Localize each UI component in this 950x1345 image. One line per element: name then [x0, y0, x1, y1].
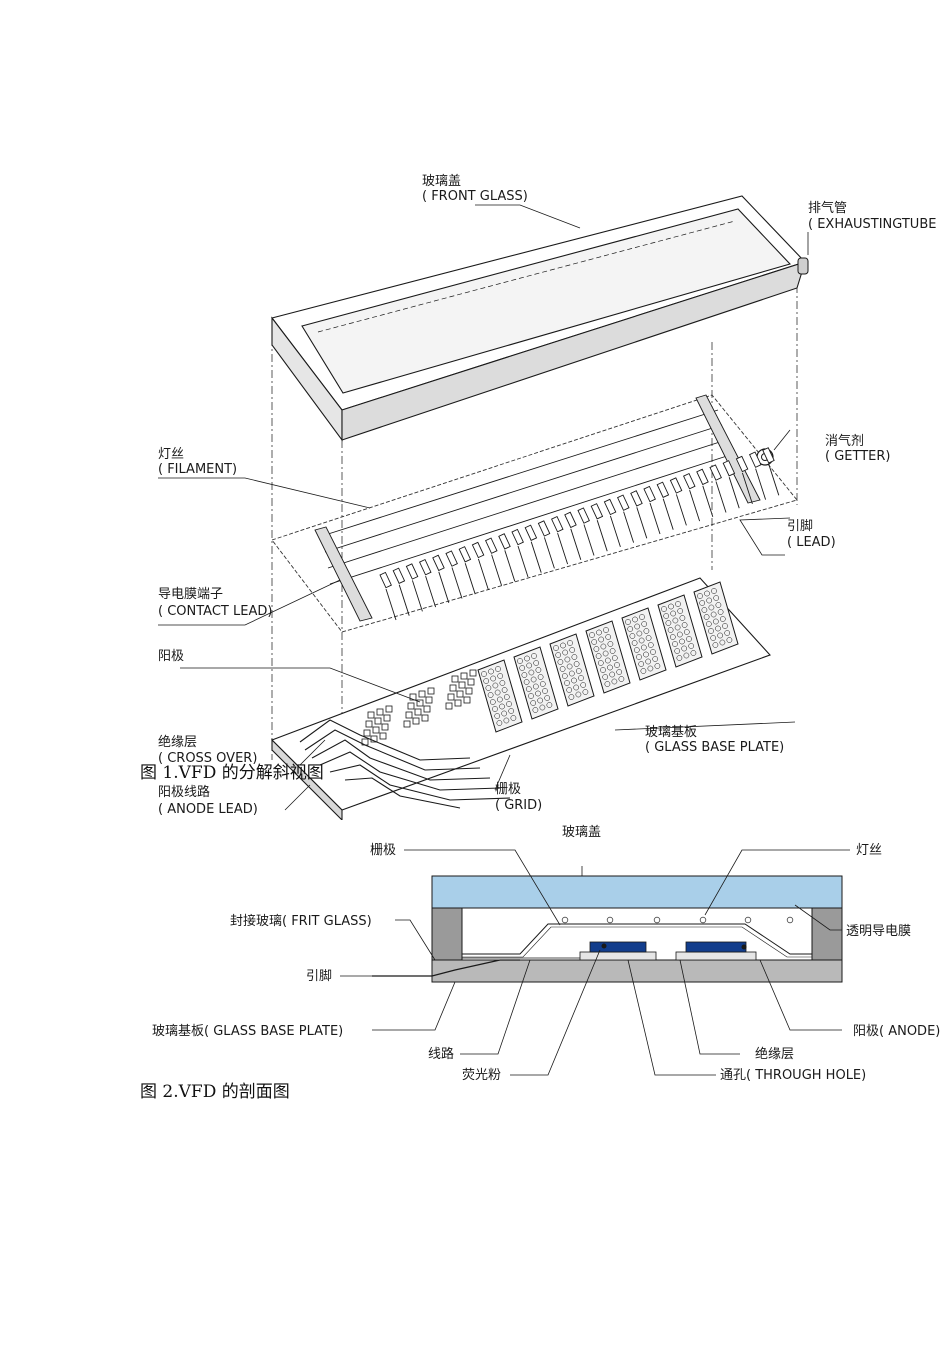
contact-lead-label-en: ( CONTACT LEAD)	[158, 604, 272, 619]
front-glass-shape	[271, 195, 807, 442]
getter-label-en: ( GETTER)	[825, 449, 890, 464]
lead-pin	[617, 494, 635, 543]
lead-pin	[762, 447, 780, 496]
lead-pin	[577, 507, 595, 556]
cs-left-wall	[431, 907, 463, 961]
lead-pin	[709, 464, 727, 513]
lead-pin	[749, 451, 767, 500]
lead-pin	[643, 485, 661, 535]
lead-pin	[683, 472, 701, 522]
anode-segments	[361, 581, 739, 746]
grid-label-en: ( GRID)	[495, 798, 542, 813]
lead-label-cn: 引脚	[787, 518, 813, 534]
exploded-view-diagram: 玻璃盖 ( FRONT GLASS) 排气管 ( EXHAUSTINGTUBE …	[158, 174, 936, 820]
contact-lead-label-cn: 导电膜端子	[158, 587, 223, 602]
glass-base-plate-label-cn: 玻璃基板	[645, 725, 697, 740]
cs-insulation-1	[579, 951, 657, 961]
cross-over-label-en: ( CROSS OVER)	[158, 751, 257, 766]
cs-right-wall	[811, 907, 843, 961]
cs-grid-line	[462, 923, 812, 955]
lead-pin	[630, 490, 648, 539]
cs-lead-label: 引脚	[306, 968, 332, 984]
lead-pin	[603, 498, 621, 548]
anode-digit-segment	[621, 607, 667, 681]
cs-anode-label: 阳极( ANODE)	[853, 1024, 940, 1039]
cs-insulation-label: 绝缘层	[755, 1046, 794, 1062]
lead-pin	[564, 511, 582, 560]
cs-phosphor-label: 荧光粉	[462, 1068, 501, 1083]
lead-frame-shape	[271, 394, 798, 633]
front-glass-label-en: ( FRONT GLASS)	[422, 189, 528, 204]
cs-frit-glass-label: 封接玻璃( FRIT GLASS)	[230, 913, 372, 929]
cs-insulation-2	[675, 951, 757, 961]
filament-label-en: ( FILAMENT)	[158, 462, 237, 477]
anode-digit-segment	[549, 633, 595, 707]
lead-pin	[471, 541, 489, 591]
anode-label-cn: 阳极	[158, 649, 184, 664]
getter-label-cn: 消气剂	[825, 433, 864, 449]
cs-transparent-film-label: 透明导电膜	[846, 924, 911, 939]
anode-wiring	[299, 719, 511, 809]
glass-base-plate-label-en: ( GLASS BASE PLATE)	[645, 740, 784, 755]
anode-dot-matrix	[361, 705, 393, 746]
cs-phosphor-2	[685, 941, 747, 953]
cs-front-glass-label: 玻璃盖	[562, 825, 601, 840]
lead-pin	[485, 537, 503, 586]
cross-section-diagram: 栅极 玻璃盖 灯丝 封接玻璃( FRIT GLASS) 透明导电膜 引脚 玻璃基…	[152, 825, 940, 1083]
lead-pin	[379, 571, 397, 621]
anode-lead-label-cn: 阳极线路	[158, 784, 210, 800]
lead-pin	[722, 460, 740, 509]
lead-pin	[669, 477, 687, 526]
cs-phosphor-1	[589, 941, 647, 953]
cs-leader-lines	[340, 849, 850, 1076]
cs-filament-label: 灯丝	[856, 843, 882, 858]
cross-over-label-cn: 绝缘层	[158, 734, 197, 750]
figure-1-caption: 图 1.VFD 的分解斜视图	[140, 763, 324, 783]
filament-wires	[324, 409, 731, 585]
lead-pin	[696, 468, 714, 517]
anode-dot-matrix	[445, 669, 477, 710]
lead-pin	[524, 524, 542, 573]
cs-glass-base-plate	[431, 959, 843, 983]
lead-pin	[432, 554, 450, 603]
cs-glass-base-plate-label: 玻璃基板( GLASS BASE PLATE)	[152, 1024, 343, 1039]
anode-digit-segment	[585, 620, 631, 694]
anode-lead-label-en: ( ANODE LEAD)	[158, 802, 258, 817]
lead-label-en: ( LEAD)	[787, 535, 836, 550]
cs-lead-pin	[372, 959, 520, 977]
lead-pin	[590, 503, 608, 552]
cs-filament-dots	[561, 916, 794, 924]
cs-wiring-label: 线路	[428, 1046, 454, 1062]
cs-front-glass	[431, 875, 843, 909]
exhaust-tube-label-en: ( EXHAUSTINGTUBE	[808, 217, 936, 232]
lead-pin	[656, 481, 674, 530]
lead-pin	[537, 520, 555, 569]
leader-lines	[158, 204, 809, 811]
lead-pin	[498, 533, 516, 582]
anode-digit-segment	[477, 659, 523, 733]
lead-pins	[379, 447, 780, 621]
lead-pin	[445, 550, 463, 599]
exhaust-tube-label-cn: 排气管	[808, 200, 847, 216]
filament-label-cn: 灯丝	[158, 447, 184, 462]
cs-grid-label: 栅极	[370, 843, 396, 858]
anode-digit-segment	[657, 594, 703, 668]
front-glass-label-cn: 玻璃盖	[422, 174, 461, 189]
exhaust-tube-shape	[797, 257, 809, 275]
anode-dot-matrix	[403, 687, 435, 728]
lead-pin	[392, 567, 410, 616]
lead-pin	[511, 528, 529, 578]
lead-pin	[405, 563, 423, 612]
figure-2-caption: 图 2.VFD 的剖面图	[140, 1082, 290, 1102]
lead-pin	[419, 558, 437, 608]
cs-through-hole-label: 通孔( THROUGH HOLE)	[720, 1068, 866, 1083]
anode-digit-segment	[693, 581, 739, 655]
anode-digit-segment	[513, 646, 559, 720]
grid-label-cn: 栅极	[495, 782, 521, 797]
lead-pin	[551, 515, 569, 565]
lead-pin	[735, 455, 753, 505]
lead-pin	[458, 546, 476, 595]
